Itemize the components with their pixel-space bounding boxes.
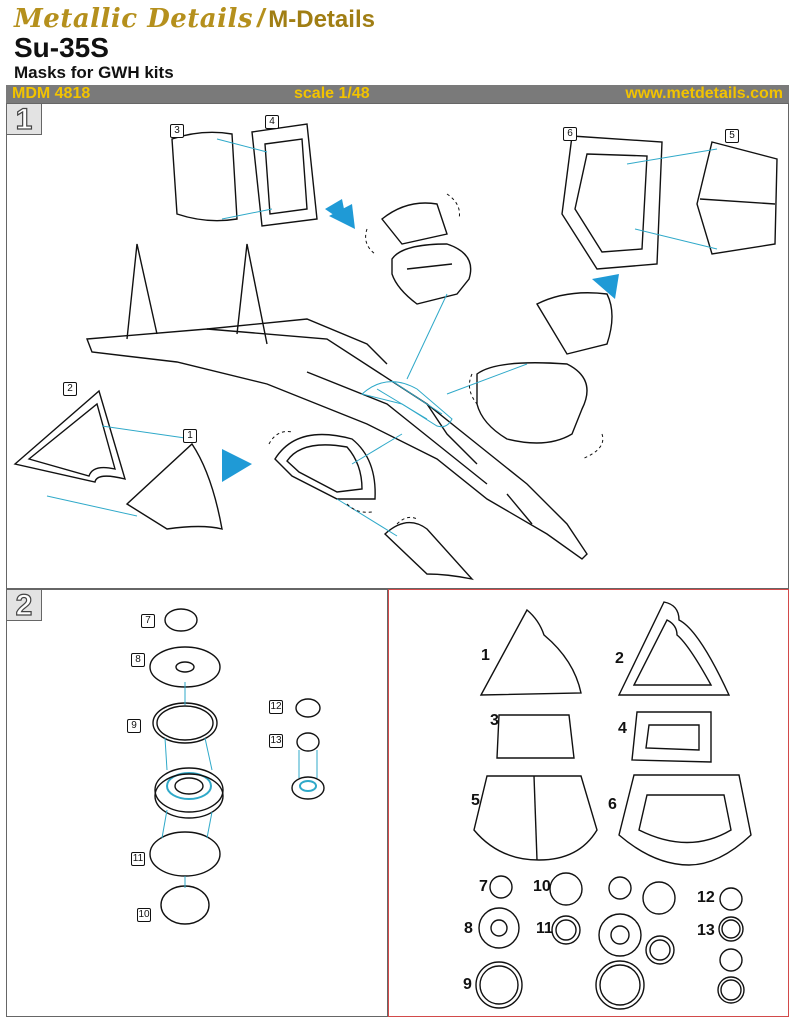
callout-4: 4	[265, 115, 279, 129]
brand-separator: /	[257, 3, 265, 33]
callout-11: 11	[131, 852, 145, 866]
scale-label: scale 1/48	[294, 85, 370, 102]
callout-12: 12	[269, 700, 283, 714]
model-title: Su-35S	[14, 32, 109, 63]
sheet-label-3: 3	[490, 712, 499, 729]
callout-2: 2	[63, 382, 77, 396]
sheet-label-13: 13	[697, 922, 715, 939]
wheel-diagram	[149, 608, 325, 925]
step-1-badge: 1	[7, 103, 42, 136]
sheet-label-4: 4	[618, 720, 627, 737]
aircraft-diagram	[13, 123, 778, 581]
step-1-panel: 1	[6, 103, 789, 589]
sheet-label-11: 11	[536, 920, 553, 937]
sheet-label-8: 8	[464, 920, 473, 937]
brand-script: Metallic Details	[14, 4, 254, 34]
sheet-label-9: 9	[463, 976, 472, 993]
sheet-label-1: 1	[481, 647, 490, 664]
callout-5: 5	[725, 129, 739, 143]
sheet-label-12: 12	[697, 889, 715, 906]
sheet-label-7: 7	[479, 878, 488, 895]
mask-sheet	[473, 601, 752, 1010]
step-2-panel: 2 7 8 9 11 10 12 13	[6, 589, 388, 1017]
product-code: MDM 4818	[12, 85, 91, 102]
subtitle: Masks for GWH kits	[14, 63, 174, 82]
callout-1: 1	[183, 429, 197, 443]
website-link[interactable]: www.metdetails.com	[625, 85, 783, 102]
step-2-badge: 2	[7, 589, 42, 622]
callout-3: 3	[170, 124, 184, 138]
sheet-label-10: 10	[533, 878, 551, 895]
brand-name: M-Details	[268, 6, 375, 33]
callout-8: 8	[131, 653, 145, 667]
brand-logo: Metallic Details/M-Details	[14, 2, 375, 34]
callout-7: 7	[141, 614, 155, 628]
callout-13: 13	[269, 734, 283, 748]
sheet-label-2: 2	[615, 650, 624, 667]
sheet-label-6: 6	[608, 796, 617, 813]
sheet-label-5: 5	[471, 792, 480, 809]
mask-sheet-panel: 1 2 3 4 5 6 7 8 9 10 11 12 13	[388, 589, 789, 1017]
callout-9: 9	[127, 719, 141, 733]
callout-10: 10	[137, 908, 151, 922]
info-bar: MDM 4818 scale 1/48 www.metdetails.com	[6, 85, 789, 103]
callout-6: 6	[563, 127, 577, 141]
